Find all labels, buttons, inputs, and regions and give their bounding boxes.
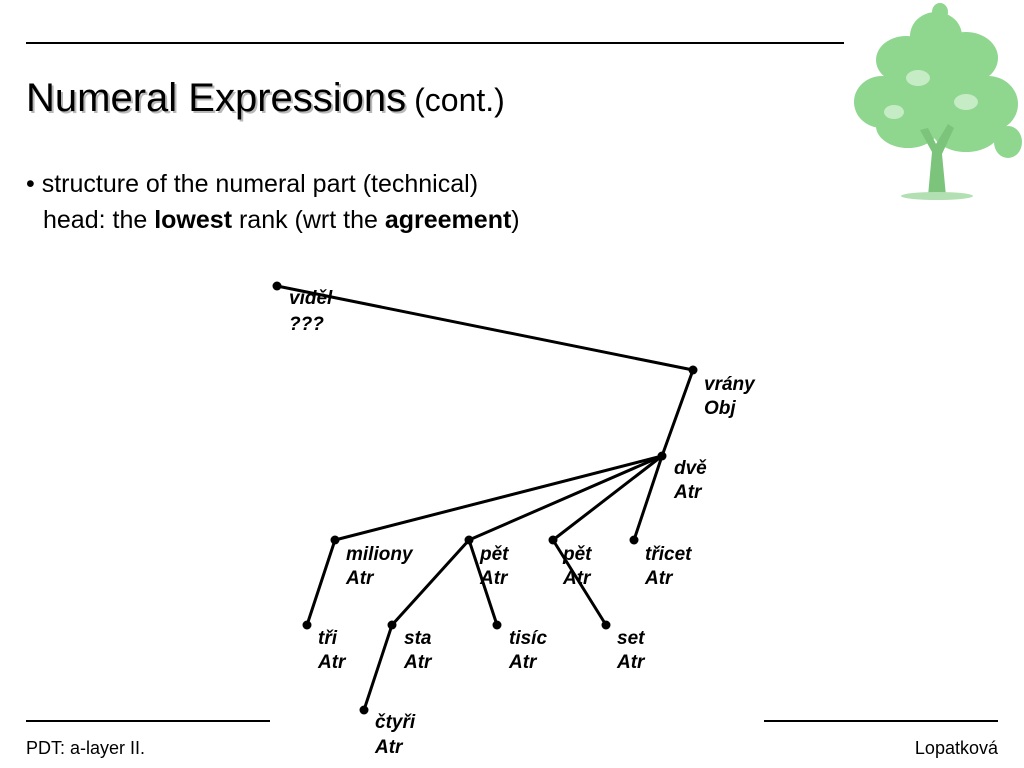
tree-edges — [275, 284, 695, 712]
node-func: Atr — [317, 652, 347, 673]
node-word: pět — [479, 544, 509, 565]
footer-right: Lopatková — [914, 738, 998, 758]
tree-node-pet-1: pět Atr — [464, 535, 509, 589]
bullet-emph-agreement: agreement — [384, 206, 512, 234]
node-func: ??? — [289, 314, 324, 335]
edge-root-vrany — [275, 284, 695, 372]
edge-pet2-set — [551, 538, 608, 627]
edge-pet1-sta — [390, 538, 471, 627]
node-word: tisíc — [509, 628, 547, 649]
bullet-emph-lowest: lowest — [154, 206, 233, 234]
node-dot — [629, 535, 639, 545]
tree-node-tisic: tisíc Atr — [492, 620, 547, 673]
bullet-text-1: structure of the numeral part (technical… — [41, 170, 479, 198]
node-dot — [330, 535, 340, 545]
node-word: čtyři — [375, 712, 416, 733]
tree-node-dve: dvě Atr — [657, 451, 707, 503]
node-word: pět — [562, 544, 592, 565]
edge-sta-ctyri — [362, 623, 394, 712]
edge-miliony-tri — [305, 538, 337, 627]
bullet-line-1: • structure of the numeral part (technic… — [26, 166, 520, 202]
top-rule — [26, 42, 844, 44]
node-func: Atr — [508, 652, 538, 673]
node-dot — [657, 451, 667, 461]
node-func: Atr — [403, 652, 433, 673]
edge-dve-pet1 — [467, 454, 664, 542]
title-main: Numeral Expressions — [26, 76, 407, 120]
node-func: Atr — [644, 568, 674, 589]
footer-rule-left — [26, 720, 270, 722]
bullet-text-2c: rank (wrt the — [232, 206, 385, 234]
node-word: sta — [404, 628, 432, 649]
node-dot — [359, 705, 369, 715]
bullet-item: • structure of the numeral part (technic… — [26, 166, 520, 238]
node-func: Atr — [345, 568, 375, 589]
node-word: vrány — [704, 374, 756, 395]
tree-icon — [854, 3, 1022, 200]
tree-node-tri: tři Atr — [302, 620, 347, 673]
bullet-text-2a: head: the — [43, 206, 155, 234]
node-func: Atr — [616, 652, 646, 673]
node-dot — [272, 281, 282, 291]
edge-vrany-dve — [660, 368, 695, 458]
tree-node-sta: sta Atr — [387, 620, 433, 673]
footer-left: PDT: a-layer II. — [26, 738, 146, 758]
node-func: Atr — [673, 482, 703, 503]
node-dot — [302, 620, 312, 630]
tree-node-videl: viděl ??? — [289, 288, 333, 335]
tree-node-set: set Atr — [601, 620, 646, 673]
node-word: miliony — [346, 544, 414, 565]
slide-title: Numeral Expressions(cont.) — [26, 76, 505, 121]
node-dot — [601, 620, 611, 630]
tree-node-pet-2: pět Atr — [548, 535, 592, 589]
bullet-marker: • — [26, 170, 35, 198]
node-dot — [548, 535, 558, 545]
node-func: Atr — [479, 568, 509, 589]
tree-node-root — [272, 281, 282, 291]
node-dot — [688, 365, 698, 375]
tree-node-miliony: miliony Atr — [330, 535, 414, 589]
node-func: Obj — [704, 398, 736, 419]
tree-node-tricet: třicet Atr — [629, 535, 692, 589]
node-dot — [492, 620, 502, 630]
node-word: set — [617, 628, 645, 649]
node-dot — [464, 535, 474, 545]
node-word: tři — [318, 628, 338, 649]
node-dot — [387, 620, 397, 630]
node-func: Atr — [374, 737, 404, 758]
edge-dve-pet2 — [551, 454, 664, 542]
node-word: dvě — [674, 458, 707, 479]
node-word: viděl — [289, 288, 333, 309]
bullet-text-2e: ) — [511, 206, 520, 234]
edge-pet1-tisic — [467, 538, 499, 627]
tree-node-ctyri: čtyři Atr — [359, 705, 416, 758]
title-sub: (cont.) — [414, 82, 505, 118]
footer-rule-right — [764, 720, 998, 722]
node-func: Atr — [562, 568, 592, 589]
edge-dve-miliony — [333, 454, 664, 542]
tree-node-vrany: vrány Obj — [688, 365, 756, 419]
node-word: třicet — [645, 544, 692, 565]
bullet-line-2: head: the lowest rank (wrt the agreement… — [26, 202, 520, 238]
edge-dve-tricet — [632, 454, 664, 542]
